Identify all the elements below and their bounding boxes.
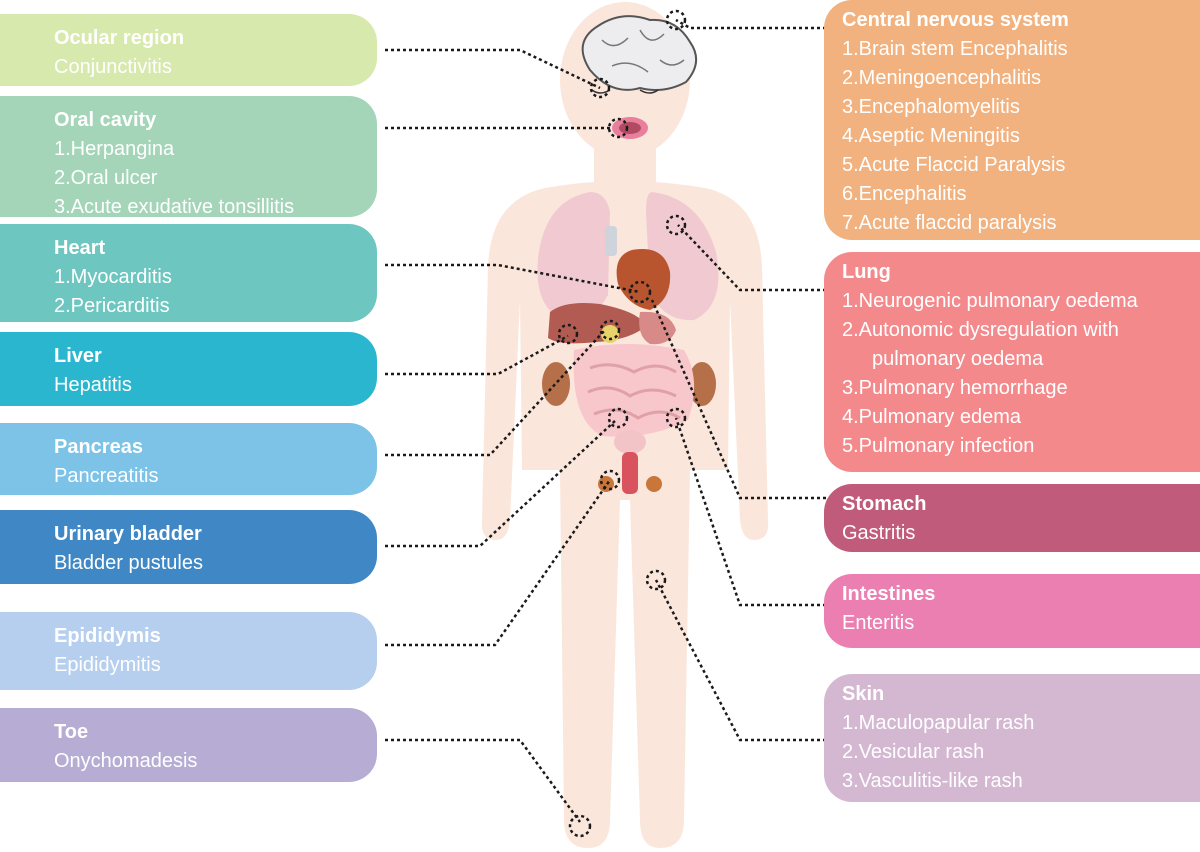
skin-box: Skin 1.Maculopapular rash 2.Vesicular ra… (824, 674, 1200, 802)
intestines-title: Intestines (842, 583, 936, 605)
skin-item-3: 3.Vasculitis-like rash (842, 770, 1023, 792)
liver-organ (548, 303, 646, 344)
urinary-bladder-item-1: Bladder pustules (54, 552, 203, 574)
lung-item-1: 1.Neurogenic pulmonary oedema (842, 290, 1138, 312)
mouth-organ (612, 117, 648, 139)
heart-title: Heart (54, 237, 106, 259)
lung-box: Lung 1.Neurogenic pulmonary oedema 2.Aut… (824, 252, 1200, 472)
toe-box: Toe Onychomadesis (0, 708, 377, 782)
skin-item-1: 1.Maculopapular rash (842, 712, 1035, 734)
heart-item-2: 2.Pericarditis (54, 295, 170, 317)
central-nervous-system-box: Central nervous system 1.Brain stem Ence… (824, 0, 1200, 240)
oral-cavity-title: Oral cavity (54, 109, 157, 131)
pancreas-item-1: Pancreatitis (54, 465, 159, 487)
ocular-region-box: Ocular region Conjunctivitis (0, 14, 377, 86)
connector-lines (385, 18, 826, 823)
lung-title: Lung (842, 261, 891, 283)
gallbladder-organ (601, 325, 619, 343)
intestines-item-1: Enteritis (842, 612, 915, 634)
epididymis-item-1: Epididymitis (54, 654, 161, 676)
kidney-organs (542, 362, 716, 406)
oral-cavity-item-2: 2.Oral ulcer (54, 167, 158, 189)
lung-item-2: 2.Autonomic dysregulation with (842, 319, 1119, 341)
stomach-title: Stomach (842, 493, 927, 515)
central-nervous-system-item-2: 2.Meningoencephalitis (842, 67, 1042, 89)
central-nervous-system-item-1: 1.Brain stem Encephalitis (842, 38, 1068, 60)
liver-box: Liver Hepatitis (0, 332, 377, 406)
lung-item-5: 5.Pulmonary infection (842, 435, 1035, 457)
intestine-organs (573, 344, 695, 437)
bladder-organ (614, 430, 646, 494)
oral-cavity-item-3: 3.Acute exudative tonsillitis (54, 196, 295, 218)
epididymis-title: Epididymis (54, 625, 161, 647)
brain-organ (581, 15, 697, 91)
central-nervous-system-item-4: 4.Aseptic Meningitis (842, 125, 1020, 147)
epididymis-box: Epididymis Epididymitis (0, 612, 377, 690)
central-nervous-system-item-5: 5.Acute Flaccid Paralysis (842, 154, 1066, 176)
stomach-item-1: Gastritis (842, 522, 916, 544)
stomach-organ (639, 311, 676, 345)
pancreas-box: Pancreas Pancreatitis (0, 423, 377, 495)
heart-box: Heart 1.Myocarditis 2.Pericarditis (0, 224, 377, 322)
urinary-bladder-title: Urinary bladder (54, 523, 202, 545)
liver-item-1: Hepatitis (54, 374, 132, 396)
ocular-region-item-1: Conjunctivitis (54, 56, 172, 78)
ocular-region-title: Ocular region (54, 27, 185, 49)
central-nervous-system-title: Central nervous system (842, 9, 1069, 31)
lung-item-2-continued: pulmonary oedema (872, 348, 1044, 370)
urinary-bladder-box: Urinary bladder Bladder pustules (0, 510, 377, 584)
lung-item-4: 4.Pulmonary edema (842, 406, 1021, 428)
oral-cavity-box: Oral cavity 1.Herpangina 2.Oral ulcer 3.… (0, 96, 377, 218)
heart-organ (616, 248, 671, 310)
central-nervous-system-item-7: 7.Acute flaccid paralysis (842, 212, 1057, 234)
toe-title: Toe (54, 721, 89, 743)
skin-title: Skin (842, 683, 885, 705)
heart-item-1: 1.Myocarditis (54, 266, 172, 288)
target-circles (557, 9, 687, 838)
liver-title: Liver (54, 345, 102, 367)
skin-item-2: 2.Vesicular rash (842, 741, 985, 763)
central-nervous-system-item-3: 3.Encephalomyelitis (842, 96, 1020, 118)
oral-cavity-item-1: 1.Herpangina (54, 138, 175, 160)
toe-item-1: Onychomadesis (54, 750, 198, 772)
central-nervous-system-item-6: 6.Encephalitis (842, 183, 967, 205)
pancreas-title: Pancreas (54, 436, 143, 458)
lung-item-3: 3.Pulmonary hemorrhage (842, 377, 1068, 399)
intestines-box: Intestines Enteritis (824, 574, 1200, 648)
trachea (605, 226, 617, 256)
stomach-box: Stomach Gastritis (824, 484, 1200, 552)
